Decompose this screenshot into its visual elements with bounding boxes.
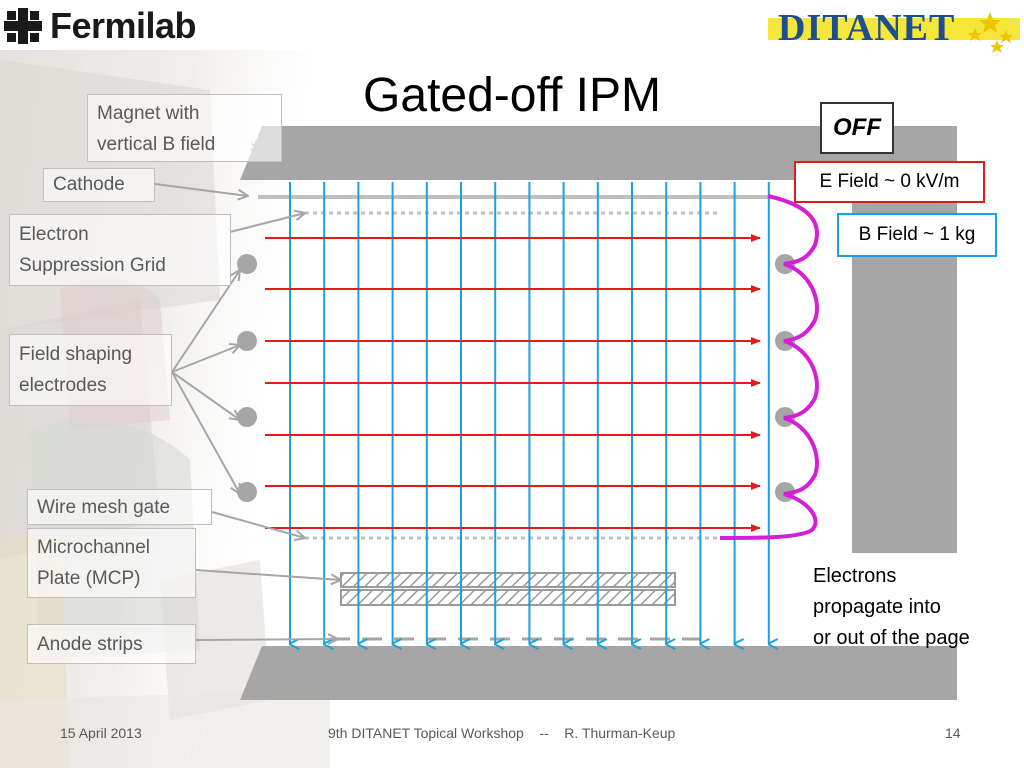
magnet-bottom-pole [240, 646, 957, 700]
ditanet-logo-graphic [768, 12, 1020, 53]
electrons-note-line-3: or out of the page [813, 627, 970, 649]
label-anode: Anode strips [27, 624, 196, 664]
electrode-dot [237, 331, 257, 351]
electrode-dot [237, 407, 257, 427]
b-field-lines [289, 182, 769, 644]
electrode-dot [237, 482, 257, 502]
b-field-box: B Field ~ 1 kg [837, 213, 997, 257]
footer-event: 9th DITANET Topical Workshop -- R. Thurm… [328, 725, 676, 741]
label-gate: Wire mesh gate [27, 489, 212, 525]
fermilab-logo-icon [4, 8, 42, 44]
label-magnet-line-1: Magnet with [97, 103, 200, 124]
magnet-top-pole [240, 126, 957, 180]
label-magnet: Magnet with vertical B field [87, 94, 282, 162]
label-mcp-line-1: Microchannel [37, 537, 150, 558]
callout-pointers [154, 144, 341, 640]
footer-date: 15 April 2013 [60, 725, 142, 741]
label-suppression-grid: Electron Suppression Grid [9, 214, 231, 286]
electrode-dot [237, 254, 257, 274]
e-field-box: E Field ~ 0 kV/m [794, 161, 985, 203]
electron-trajectory [719, 194, 820, 540]
mcp-plate [340, 572, 676, 606]
electrons-note-line-2: propagate into [813, 596, 941, 618]
label-mcp: Microchannel Plate (MCP) [27, 528, 196, 598]
ditanet-logo-text: DITANET [778, 7, 956, 49]
state-off-box: OFF [820, 102, 894, 154]
slide-title: Gated-off IPM [363, 69, 661, 122]
label-mcp-line-2: Plate (MCP) [37, 568, 141, 589]
label-cathode: Cathode [43, 168, 155, 202]
label-suppression-grid-line-2: Suppression Grid [19, 255, 166, 276]
footer-page-number: 14 [945, 725, 961, 741]
magnet-side-lower [802, 553, 957, 645]
label-suppression-grid-line-1: Electron [19, 224, 89, 245]
label-field-shaping: Field shaping electrodes [9, 334, 172, 406]
label-magnet-line-2: vertical B field [97, 134, 216, 155]
e-field-arrows [265, 234, 761, 532]
electrons-note: Electrons propagate into or out of the p… [813, 561, 1013, 654]
label-field-shaping-line-2: electrodes [19, 375, 107, 396]
label-field-shaping-line-1: Field shaping [19, 344, 133, 365]
fermilab-logo-text: Fermilab [50, 5, 197, 46]
electrons-note-line-1: Electrons [813, 565, 897, 587]
